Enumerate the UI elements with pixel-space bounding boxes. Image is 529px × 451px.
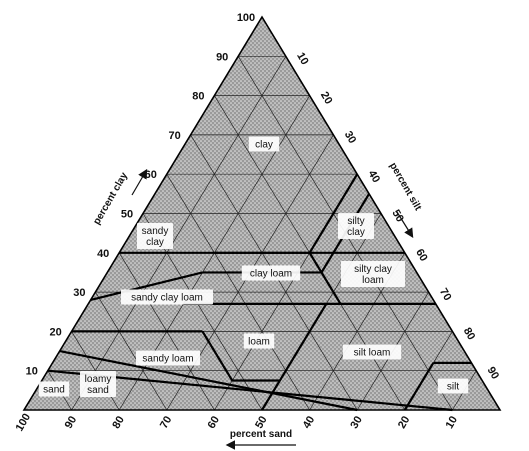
silt-tick-label: 90 (485, 365, 502, 382)
silt-tick-label: 10 (294, 50, 311, 67)
texture-label-silt: silt (437, 378, 469, 394)
texture-label-text: sand (43, 384, 65, 395)
sand-tick-label: 80 (110, 414, 127, 431)
sand-tick-label: 90 (63, 414, 80, 431)
texture-label-text: silt (447, 381, 459, 392)
silt-tick-label: 20 (318, 90, 335, 107)
clay-axis-arrow (131, 168, 148, 196)
texture-label-text: silt loam (354, 347, 391, 358)
texture-label-text: sandy (142, 226, 169, 237)
silt-tick-label: 70 (437, 286, 454, 303)
sand-tick-label: 20 (396, 414, 413, 431)
silt-tick-label: 40 (366, 168, 383, 185)
texture-boundary (201, 330, 281, 411)
silt-axis-arrow (396, 211, 414, 239)
texture-label-text: silty (347, 216, 364, 227)
texture-label-text: clay (255, 139, 273, 150)
silt-tick-label: 30 (342, 129, 359, 146)
grid-line-sand (95, 291, 168, 411)
silt-tick-label: 80 (461, 326, 478, 343)
grid-line-silt (71, 56, 287, 411)
texture-label-sandy-loam: sandy loam (136, 350, 200, 366)
label-backdrop (80, 371, 116, 397)
label-backdrop (248, 136, 280, 152)
label-backdrop (38, 381, 70, 397)
texture-boundary (308, 173, 359, 254)
sand-tick-label: 100 (14, 412, 34, 434)
texture-label-text: clay (146, 237, 164, 248)
texture-boundary (59, 349, 358, 412)
texture-label-loam: loam (243, 333, 275, 349)
texture-label-sand: sand (38, 381, 70, 397)
texture-label-text: sandy clay loam (131, 292, 203, 303)
clay-tick-label: 80 (192, 91, 204, 103)
sand-tick-label: 30 (348, 414, 365, 431)
texture-boundary (278, 303, 328, 382)
label-backdrop (121, 289, 213, 305)
texture-label-sandy-clay-loam: sandy clay loam (121, 289, 213, 305)
texture-boundary (90, 271, 203, 302)
label-backdrop (338, 213, 374, 239)
texture-label-text: loamy (85, 374, 112, 385)
texture-label-clay: clay (248, 136, 280, 152)
sand-tick-label: 10 (444, 414, 461, 431)
texture-label-text: clay loam (250, 268, 292, 279)
sand-tick-label: 60 (206, 414, 223, 431)
silt-tick-label: 60 (413, 247, 430, 264)
clay-tick-label: 40 (97, 248, 109, 260)
sand-axis-title: percent sand (230, 429, 292, 440)
clay-tick-label: 60 (145, 169, 157, 181)
label-backdrop (341, 261, 405, 287)
clay-tick-label: 100 (237, 12, 255, 24)
label-backdrop (342, 344, 402, 360)
texture-label-silt-loam: silt loam (342, 344, 402, 360)
clay-tick-label: 70 (168, 130, 180, 142)
texture-label-text: silty clay (354, 264, 392, 275)
silt-axis-title: percent silt (387, 161, 424, 213)
sand-tick-label: 40 (301, 414, 318, 431)
texture-label-text: sandy loam (142, 353, 193, 364)
texture-label-text: loam (248, 336, 270, 347)
texture-boundary (308, 252, 342, 305)
clay-tick-label: 90 (216, 51, 228, 63)
label-backdrop (136, 350, 200, 366)
clay-tick-label: 30 (73, 287, 85, 299)
clay-tick-label: 50 (121, 209, 133, 221)
sand-tick-label: 50 (253, 414, 270, 431)
texture-label-text: sand (87, 385, 109, 396)
texture-label-text: loam (362, 275, 384, 286)
label-backdrop (137, 223, 173, 249)
clay-tick-label: 10 (26, 366, 38, 378)
texture-label-text: clay (347, 227, 365, 238)
label-backdrop (241, 265, 301, 281)
sand-tick-label: 70 (158, 414, 175, 431)
texture-label-clay-loam: clay loam (241, 265, 301, 281)
clay-tick-label: 20 (49, 326, 61, 338)
label-backdrop (437, 378, 469, 394)
texture-boundary (403, 362, 435, 411)
label-backdrop (243, 333, 275, 349)
